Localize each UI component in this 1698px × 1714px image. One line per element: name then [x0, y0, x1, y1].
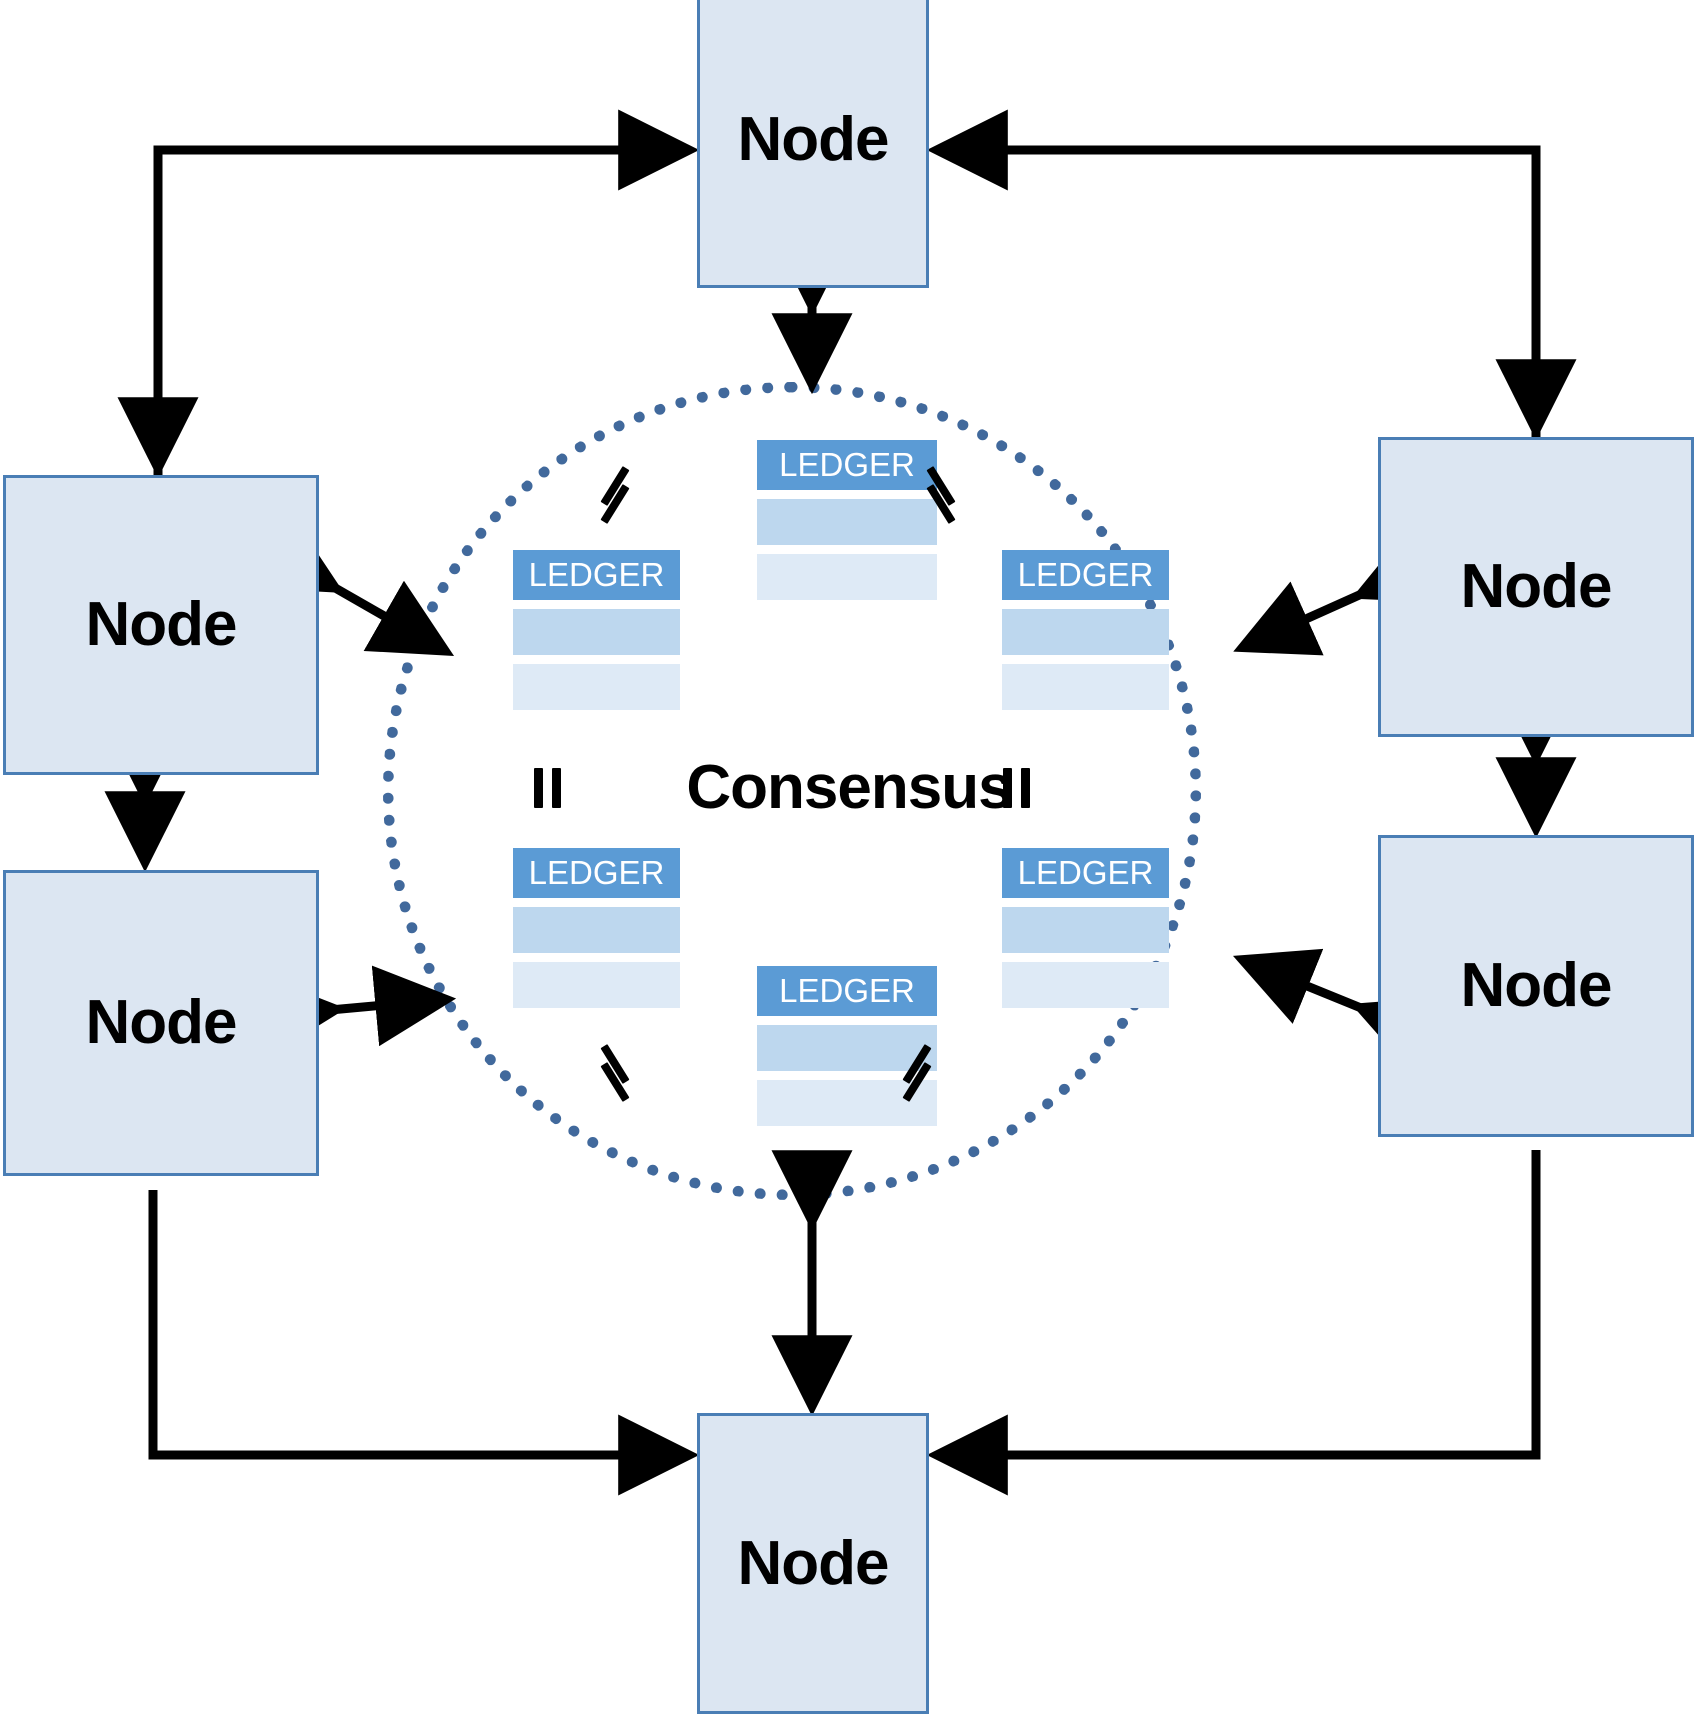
arrow-leftupper-to-top — [153, 109, 700, 477]
node-label: Node — [737, 105, 890, 174]
ledger-row-dark — [757, 499, 937, 545]
arrow-rightupper-node-to-circle — [1233, 528, 1442, 656]
ledger-card-left-lower[interactable]: LEDGER — [513, 848, 680, 1008]
node-label: Node — [1460, 552, 1613, 621]
ledger-row-dark — [1002, 907, 1169, 953]
equals-icon-middle-right — [995, 765, 1041, 811]
ledger-card-right-lower[interactable]: LEDGER — [1002, 848, 1169, 1008]
arrow-leftupper-node-to-circle — [253, 517, 455, 657]
node-box-left-lower[interactable]: Node — [3, 870, 319, 1176]
ledger-card-left-upper[interactable]: LEDGER — [513, 550, 680, 710]
ledger-card-top[interactable]: LEDGER — [757, 440, 937, 600]
equals-icon-bottom-right — [896, 1044, 942, 1102]
arrow-rightupper-to-top — [926, 109, 1541, 437]
ledger-row-light — [757, 554, 937, 600]
ledger-row-light — [757, 1080, 937, 1126]
equals-icon-top-left — [594, 466, 640, 524]
node-box-bottom[interactable]: Node — [697, 1413, 929, 1714]
node-box-right-lower[interactable]: Node — [1378, 835, 1694, 1137]
ledger-card-bottom[interactable]: LEDGER — [757, 966, 937, 1126]
ledger-row-light — [513, 962, 680, 1008]
node-box-top[interactable]: Node — [697, 0, 929, 288]
node-label: Node — [737, 1528, 890, 1598]
equals-icon-bottom-left — [594, 1044, 640, 1102]
ledger-row-light — [1002, 962, 1169, 1008]
ledger-card-right-upper[interactable]: LEDGER — [1002, 550, 1169, 710]
ledger-header: LEDGER — [1002, 550, 1169, 600]
ledger-header: LEDGER — [1002, 848, 1169, 898]
node-label: Node — [1460, 951, 1613, 1020]
ledger-row-light — [1002, 664, 1169, 710]
arrow-leftlower-to-bottom — [148, 1190, 700, 1496]
ledger-row-dark — [513, 907, 680, 953]
node-box-right-upper[interactable]: Node — [1378, 437, 1694, 737]
arrow-leftlower-node-to-circle — [261, 965, 457, 1057]
node-label: Node — [85, 590, 238, 659]
equals-icon-middle-left — [526, 765, 572, 811]
node-label: Node — [85, 988, 238, 1057]
ledger-header: LEDGER — [757, 966, 937, 1016]
ledger-header: LEDGER — [757, 440, 937, 490]
arrow-rightlower-node-to-circle — [1232, 948, 1442, 1072]
ledger-row-dark — [757, 1025, 937, 1071]
ledger-row-light — [513, 664, 680, 710]
node-box-left-upper[interactable]: Node — [3, 475, 319, 775]
arrow-rightlower-to-bottom — [926, 1150, 1541, 1496]
ledger-row-dark — [513, 609, 680, 655]
ledger-header: LEDGER — [513, 848, 680, 898]
ledger-row-dark — [1002, 609, 1169, 655]
ledger-header: LEDGER — [513, 550, 680, 600]
equals-icon-top-right — [920, 466, 966, 524]
